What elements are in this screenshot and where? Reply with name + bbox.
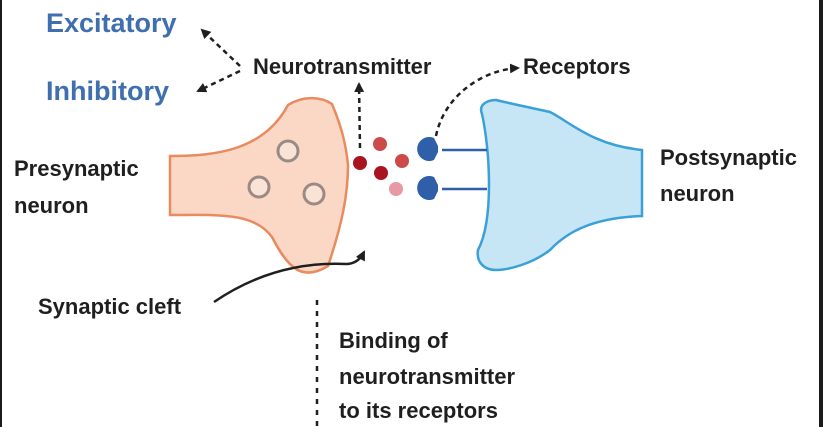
arrow-neurotransmitter: [354, 82, 365, 149]
postsynaptic-label-line2: neuron: [660, 181, 735, 206]
synaptic-cleft-pointer: [213, 250, 366, 304]
postsynaptic-neuron-shape: [476, 98, 644, 272]
synaptic-vesicle: [247, 175, 271, 199]
arrow-to-inhibitory: [196, 69, 241, 93]
receptor-icon: [417, 137, 438, 161]
postsynaptic-label-line1: Postsynaptic: [660, 145, 797, 170]
neurotransmitter-molecule: [395, 154, 409, 168]
synaptic-vesicle: [276, 139, 300, 163]
neurotransmitter-molecule: [374, 166, 388, 180]
neurotransmitter-label: Neurotransmitter: [253, 54, 432, 79]
inhibitory-label: Inhibitory: [46, 76, 169, 106]
excitatory-label: Excitatory: [46, 8, 177, 38]
binding-label-line2: neurotransmitter: [339, 364, 515, 389]
neurotransmitter-molecule: [373, 137, 387, 151]
binding-label-line1: Binding of: [339, 328, 448, 353]
arrow-receptors: [434, 63, 520, 137]
presynaptic-label-line2: neuron: [14, 193, 89, 218]
binding-label-line3: to its receptors: [339, 398, 498, 423]
synaptic-cleft-label: Synaptic cleft: [38, 294, 182, 319]
presynaptic-label-line1: Presynaptic: [14, 156, 139, 181]
neurotransmitter-molecule: [389, 182, 403, 196]
arrow-to-excitatory: [200, 28, 241, 67]
receptors-label: Receptors: [523, 54, 631, 79]
receptor-icon: [417, 176, 438, 200]
synaptic-vesicle: [302, 182, 326, 206]
neurotransmitter-molecule: [353, 156, 367, 170]
